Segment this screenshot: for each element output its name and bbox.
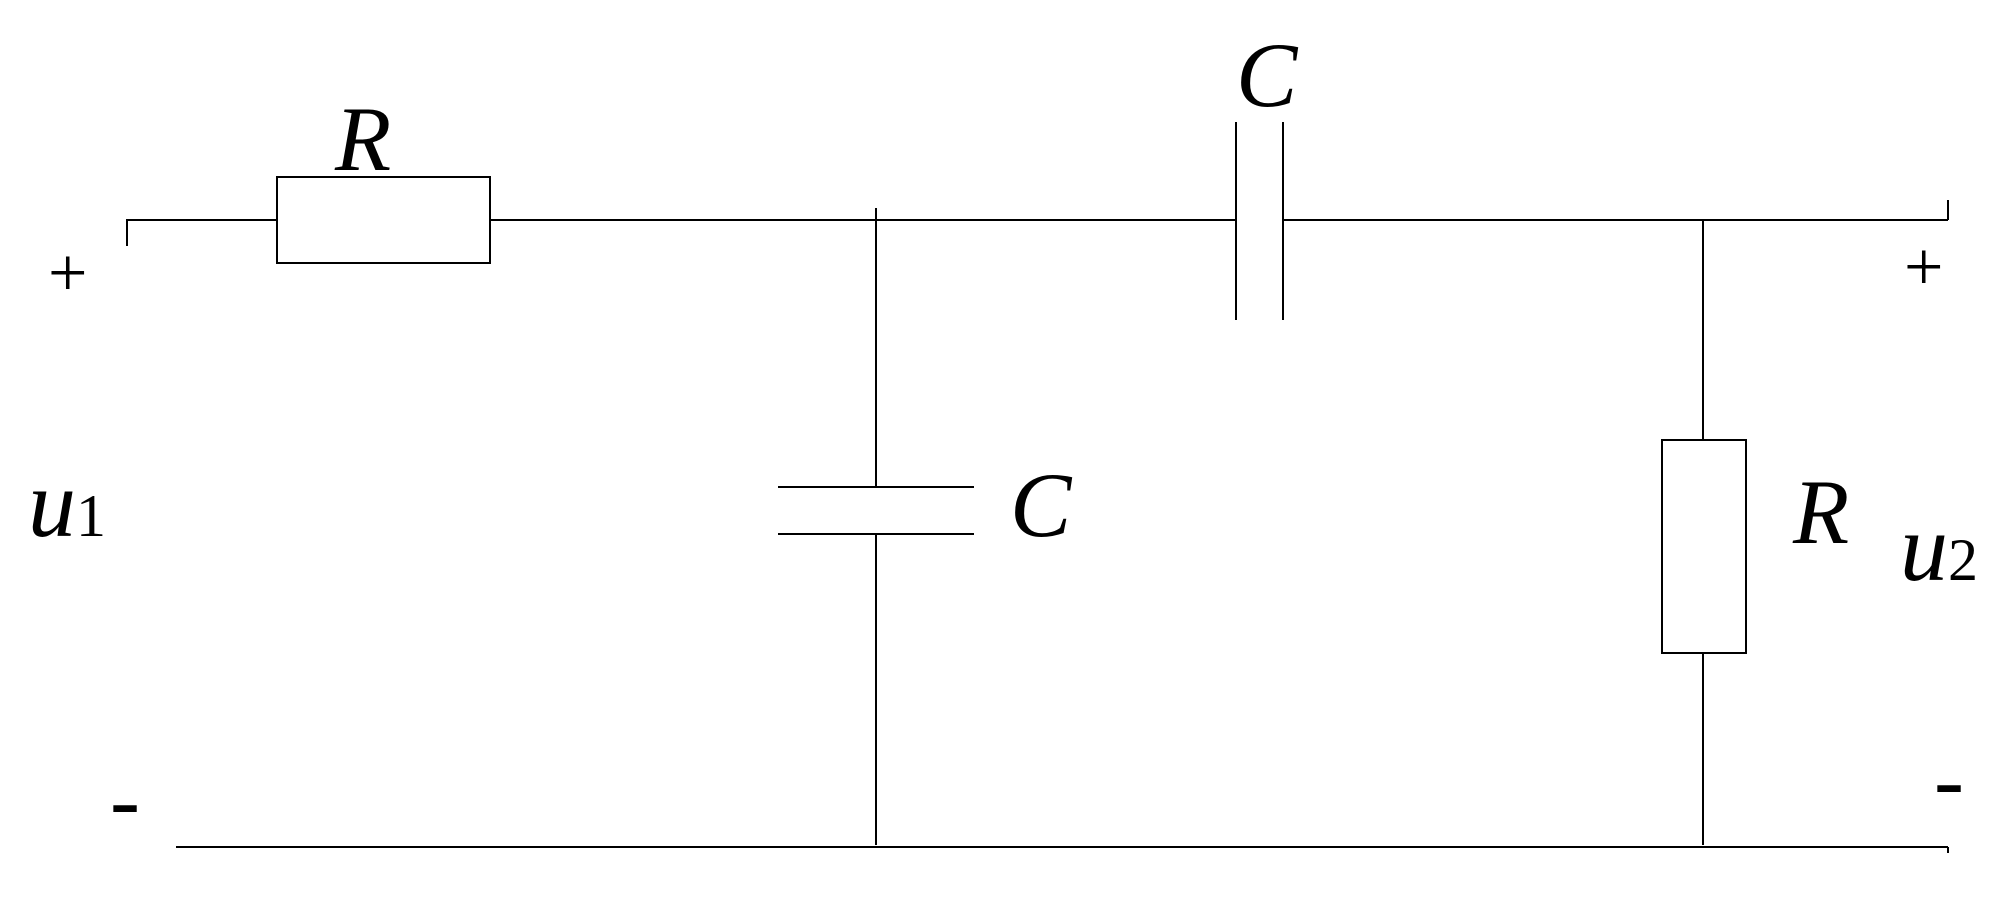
input-voltage-subscript: 1 xyxy=(76,483,106,549)
shunt-resistor-label: R xyxy=(1792,461,1849,563)
input-top-terminal-wire xyxy=(126,219,277,246)
output-plus-sign: + xyxy=(1904,229,1943,306)
output-voltage-label: u2 xyxy=(1900,494,1978,601)
input-voltage-var: u xyxy=(28,450,76,557)
series-resistor xyxy=(276,176,491,264)
input-plus-sign: + xyxy=(48,235,87,312)
series-capacitor-label: C xyxy=(1236,24,1299,126)
output-voltage-subscript: 2 xyxy=(1948,527,1978,593)
output-minus-sign: - xyxy=(1934,731,1964,830)
series-resistor-label: R xyxy=(334,88,391,190)
shunt-capacitor-label: C xyxy=(1010,454,1073,556)
input-minus-sign: - xyxy=(110,751,140,850)
input-voltage-label: u1 xyxy=(28,450,106,557)
output-voltage-var: u xyxy=(1900,494,1948,601)
shunt-resistor xyxy=(1661,439,1747,654)
